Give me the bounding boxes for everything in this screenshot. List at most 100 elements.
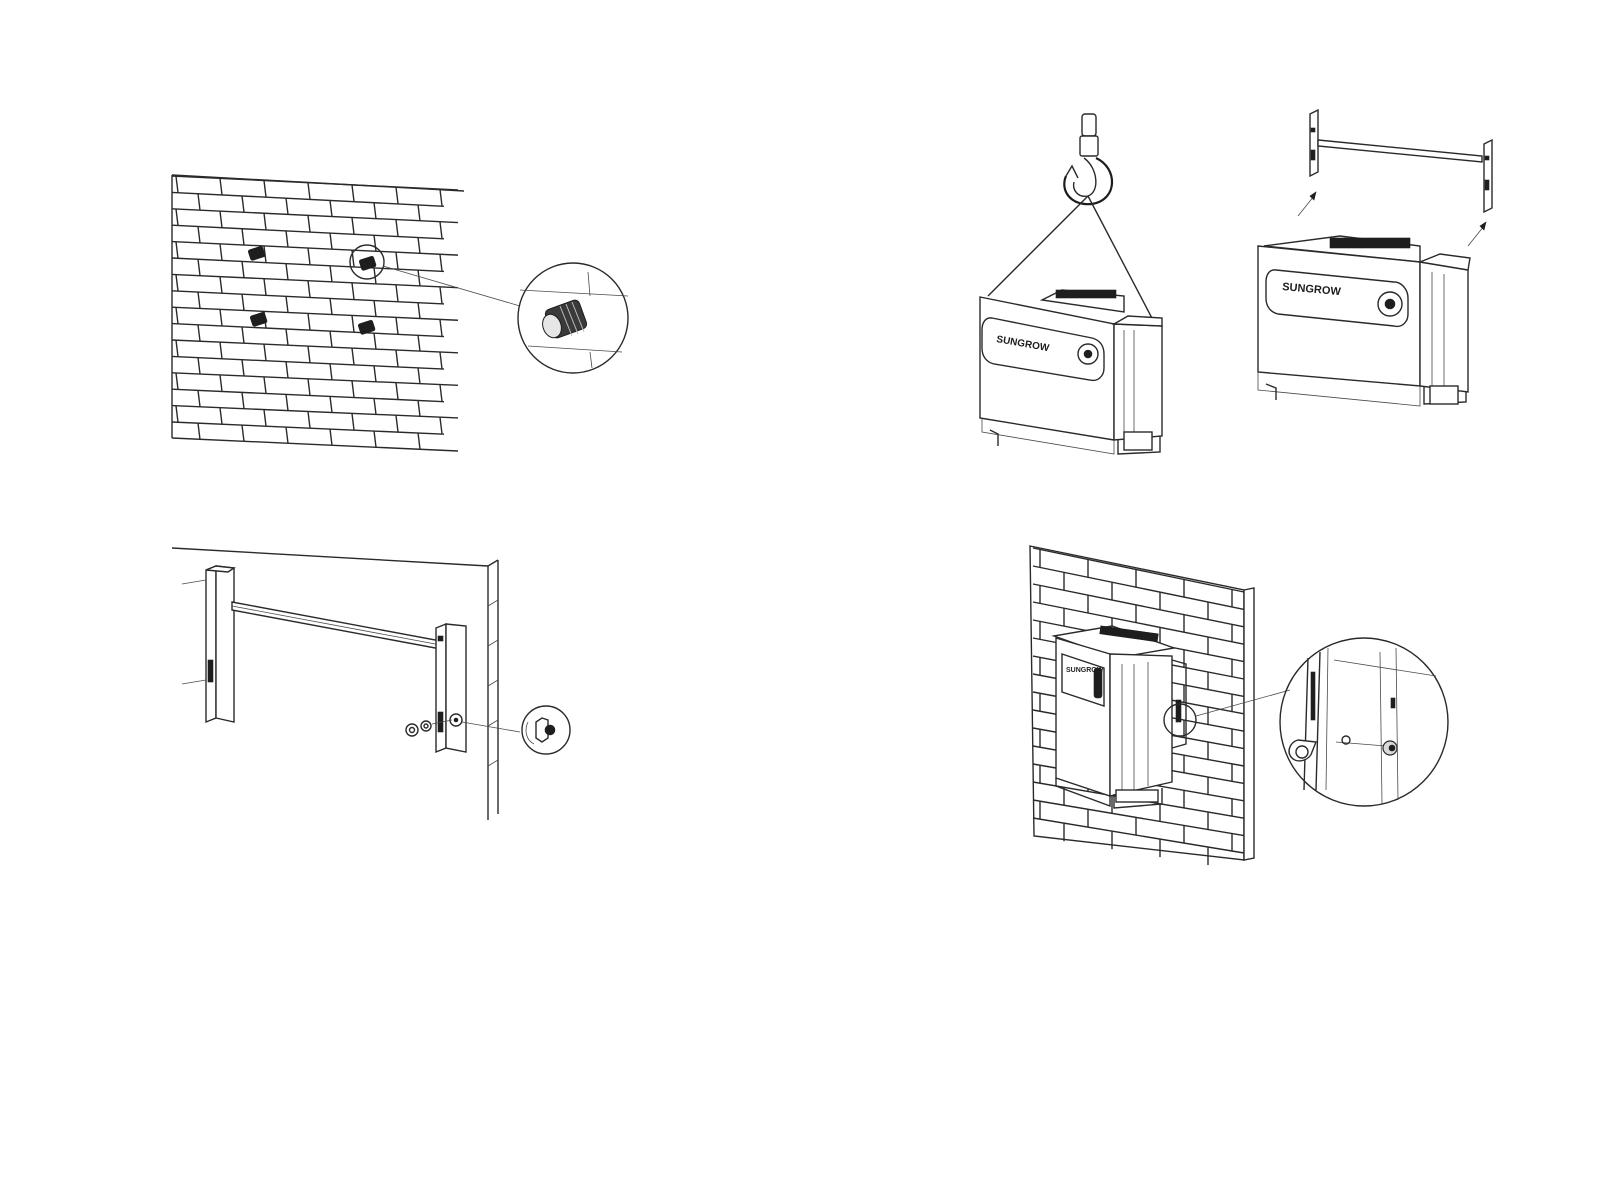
brick-joint: [308, 183, 310, 199]
brick-joint: [330, 396, 332, 412]
brick-joint: [374, 366, 376, 382]
brick-joint: [172, 258, 444, 271]
brick-joint: [264, 344, 266, 360]
brick-joint: [286, 296, 288, 312]
brick-joint: [374, 333, 376, 349]
brick-joint: [198, 292, 200, 308]
brick-joint: [440, 287, 442, 303]
brick-joint: [330, 298, 332, 314]
brick-joint: [242, 294, 244, 310]
brick-joint: [308, 379, 310, 395]
brick-joint: [352, 218, 354, 234]
brick-joint: [352, 414, 354, 430]
anchor-bolt-detail: [539, 299, 588, 341]
brick-joint: [418, 335, 420, 351]
brick-joint: [176, 373, 178, 389]
brick-joint: [198, 390, 200, 406]
arrow-up-icon: [1298, 192, 1316, 216]
brick-joint: [308, 412, 310, 428]
brick-joint: [176, 406, 178, 422]
bracket-crossbar: [232, 602, 446, 650]
brick-joint: [418, 433, 420, 449]
brick-joint: [264, 410, 266, 426]
crane-hook-icon: [1064, 114, 1112, 204]
brick-joint: [352, 283, 354, 299]
brick-joint: [264, 377, 266, 393]
brick-joint: [172, 324, 444, 337]
brick-joint: [396, 285, 398, 301]
brick-joint: [418, 270, 420, 286]
brick-joint: [172, 192, 444, 206]
brick-joint: [286, 263, 288, 279]
brick-joint: [220, 277, 222, 293]
brick-joint: [220, 211, 222, 227]
brick-joint: [396, 187, 398, 203]
brick-joint: [242, 196, 244, 212]
brick-joint: [418, 237, 420, 253]
brick-joint: [330, 266, 332, 282]
brick-joint: [198, 259, 200, 275]
brick-joint: [172, 373, 458, 386]
brick-joint: [172, 291, 444, 304]
brick-joint: [176, 307, 178, 323]
anchor-bolt: [248, 246, 266, 261]
brick-joint: [418, 368, 420, 384]
inverter-unit: SUNGROW: [1258, 236, 1470, 406]
brick-joint: [172, 422, 444, 434]
brick-joint: [396, 415, 398, 431]
brick-joint: [440, 352, 442, 368]
brick-joint: [396, 220, 398, 236]
brick-joint: [374, 300, 376, 316]
brick-joint: [176, 209, 178, 225]
brick-joint: [396, 350, 398, 366]
brick-joint: [242, 229, 244, 245]
brick-joint: [286, 231, 288, 247]
brick-joint: [220, 375, 222, 391]
step-bracket-removal: SUNGROW: [1258, 110, 1492, 406]
brick-joint: [198, 423, 200, 439]
brick-joint: [176, 275, 178, 291]
brick-joint: [440, 189, 442, 205]
brick-joint: [172, 176, 458, 190]
inverter-unit: SUNGROW: [980, 290, 1162, 454]
brick-wall: [172, 175, 464, 451]
brick-joint: [308, 281, 310, 297]
brick-joint: [264, 181, 266, 197]
arrow-up-icon: [1468, 222, 1486, 246]
brick-joint: [172, 340, 458, 353]
brick-joint: [176, 176, 178, 192]
brick-joint: [330, 364, 332, 380]
brick-joint: [352, 348, 354, 364]
brick-joint: [330, 429, 332, 445]
brick-joint: [172, 307, 458, 320]
brick-joint: [374, 398, 376, 414]
brick-joint: [172, 225, 444, 239]
brick-joint: [220, 408, 222, 424]
brick-joint: [242, 327, 244, 343]
brick-joint: [440, 417, 442, 433]
brick-joint: [440, 255, 442, 271]
brick-joint: [352, 316, 354, 332]
brick-joint: [374, 235, 376, 251]
brick-joint: [440, 385, 442, 401]
brick-joint: [308, 215, 310, 231]
brick-joint: [242, 360, 244, 376]
brick-joint: [176, 242, 178, 258]
mounting-bracket: [1310, 110, 1492, 212]
brick-joint: [172, 389, 444, 401]
brick-joint: [418, 302, 420, 318]
brick-joint: [352, 185, 354, 201]
brick-joint: [308, 346, 310, 362]
anchor-detail-callout: [518, 263, 628, 373]
brick-joint: [440, 222, 442, 238]
brick-joint: [198, 358, 200, 374]
brick-joint: [172, 209, 458, 223]
brick-joint: [330, 200, 332, 216]
hanger-detail-callout: [1280, 638, 1448, 806]
brick-joint: [198, 194, 200, 210]
brick-joint: [308, 314, 310, 330]
step-lifting-inverter: SUNGROW: [980, 114, 1162, 454]
brick-joint: [374, 431, 376, 447]
